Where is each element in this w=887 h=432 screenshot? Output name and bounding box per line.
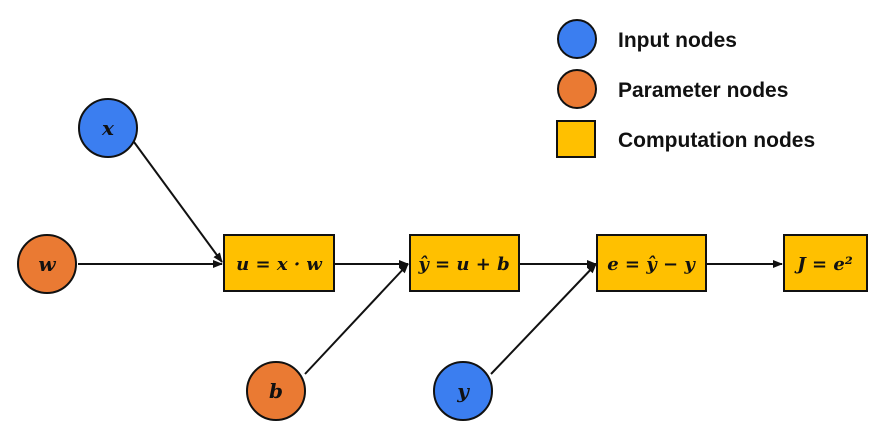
edge-b-to-yhat [304,263,409,375]
computation-j-label: J = e² [794,254,853,275]
node-x: x [78,98,138,158]
node-x-label: x [101,116,115,140]
legend-parameter-label: Parameter nodes [618,79,788,102]
input-node-circle [433,361,493,421]
node-b-label: b [269,379,283,403]
edge-x-to-u [133,141,223,263]
computation-yhat-label: ŷ = u + b [417,254,509,275]
computation-node-u: u = x · w [223,234,335,292]
legend-input-label: Input nodes [618,29,737,52]
computation-node-e: e = ŷ − y [596,234,707,292]
node-y: y [433,361,493,421]
legend: Input nodes Parameter nodes Computation … [556,19,815,158]
node-w: w [17,234,77,294]
parameter-node-circle [17,234,77,294]
computation-node-yhat: ŷ = u + b [409,234,520,292]
computation-node-j: J = e² [783,234,868,292]
node-b: b [246,361,306,421]
legend-parameter-swatch [557,69,597,109]
edge-y-to-e [490,263,597,375]
legend-input-swatch [557,19,597,59]
node-y-label: y [456,379,470,403]
computation-e-label: e = ŷ − y [607,254,696,275]
node-w-label: w [38,252,56,276]
input-node-circle [78,98,138,158]
legend-computation-label: Computation nodes [618,129,815,152]
parameter-node-circle [246,361,306,421]
legend-computation-swatch [556,120,596,158]
computation-u-label: u = x · w [236,254,323,275]
